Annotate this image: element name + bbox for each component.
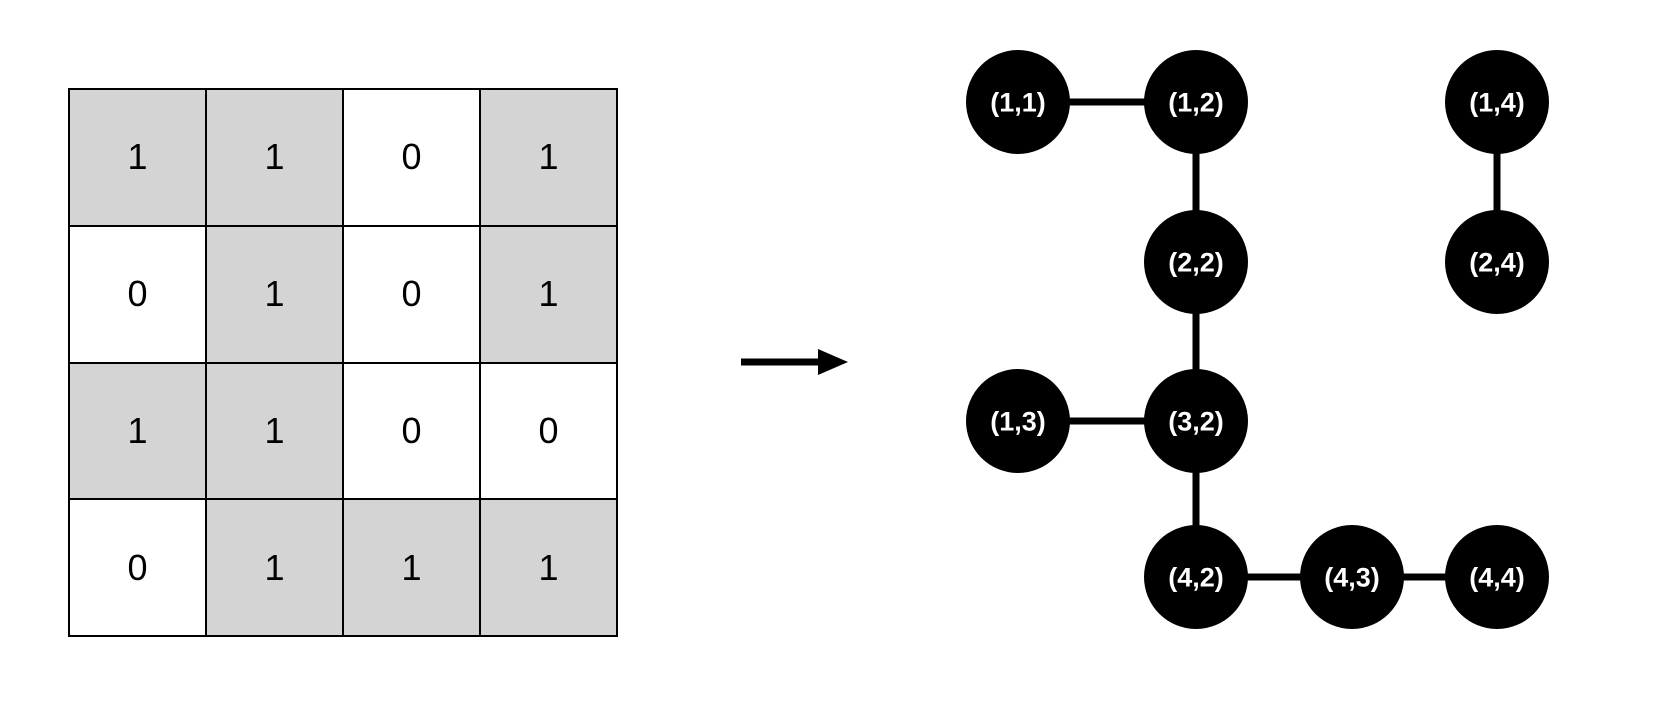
graph-node-label-4-4: (4,4) xyxy=(1469,562,1525,592)
graph-node-1-1 xyxy=(966,50,1070,154)
graph-node-label-1-2: (1,2) xyxy=(1168,87,1224,117)
graph-node-label-1-3: (1,3) xyxy=(990,406,1046,436)
graph-node-label-1-4: (1,4) xyxy=(1469,87,1525,117)
matrix-cell-r2c3: 0 xyxy=(344,226,479,362)
graph-node-2-2 xyxy=(1144,210,1248,314)
matrix-cell-r4c2: 1 xyxy=(207,500,342,635)
matrix-cell-r1c1: 1 xyxy=(70,90,205,225)
matrix-cell-r1c2: 1 xyxy=(207,90,342,225)
matrix-cell-r2c1: 0 xyxy=(70,226,205,362)
graph-node-label-4-3: (4,3) xyxy=(1324,562,1380,592)
graph-node-label-2-4: (2,4) xyxy=(1469,247,1525,277)
matrix-cell-r2c2: 1 xyxy=(207,226,342,362)
matrix-cell-r4c1: 0 xyxy=(70,500,205,635)
graph-node-label-3-2: (3,2) xyxy=(1168,406,1224,436)
graph-node-1-3 xyxy=(966,369,1070,473)
matrix-cell-r4c4: 1 xyxy=(481,500,616,635)
graph-node-1-2 xyxy=(1144,50,1248,154)
right-arrow-icon xyxy=(741,349,848,375)
graph-node-label-4-2: (4,2) xyxy=(1168,562,1224,592)
matrix-cell-r3c3: 0 xyxy=(344,363,479,499)
matrix-cell-r3c2: 1 xyxy=(207,363,342,499)
right-arrow-head xyxy=(818,349,848,375)
matrix-cell-r3c4: 0 xyxy=(481,363,616,499)
graph-node-label-1-1: (1,1) xyxy=(990,87,1046,117)
matrix-cell-r4c3: 1 xyxy=(344,500,479,635)
graph-node-2-4 xyxy=(1445,210,1549,314)
matrix-cell-r1c4: 1 xyxy=(481,90,616,225)
graph-node-3-2 xyxy=(1144,369,1248,473)
graph-node-4-4 xyxy=(1445,525,1549,629)
graph-node-1-4 xyxy=(1445,50,1549,154)
graph-node-4-3 xyxy=(1300,525,1404,629)
graph-node-4-2 xyxy=(1144,525,1248,629)
graph-node-label-2-2: (2,2) xyxy=(1168,247,1224,277)
matrix-cell-r3c1: 1 xyxy=(70,363,205,499)
matrix-cell-r1c3: 0 xyxy=(344,90,479,225)
island-graph: (1,1) (1,2) (1,4) (2,2) (2,4) (1,3) (3,2) (4,2)… xyxy=(966,50,1549,629)
matrix-cell-r2c4: 1 xyxy=(481,226,616,362)
